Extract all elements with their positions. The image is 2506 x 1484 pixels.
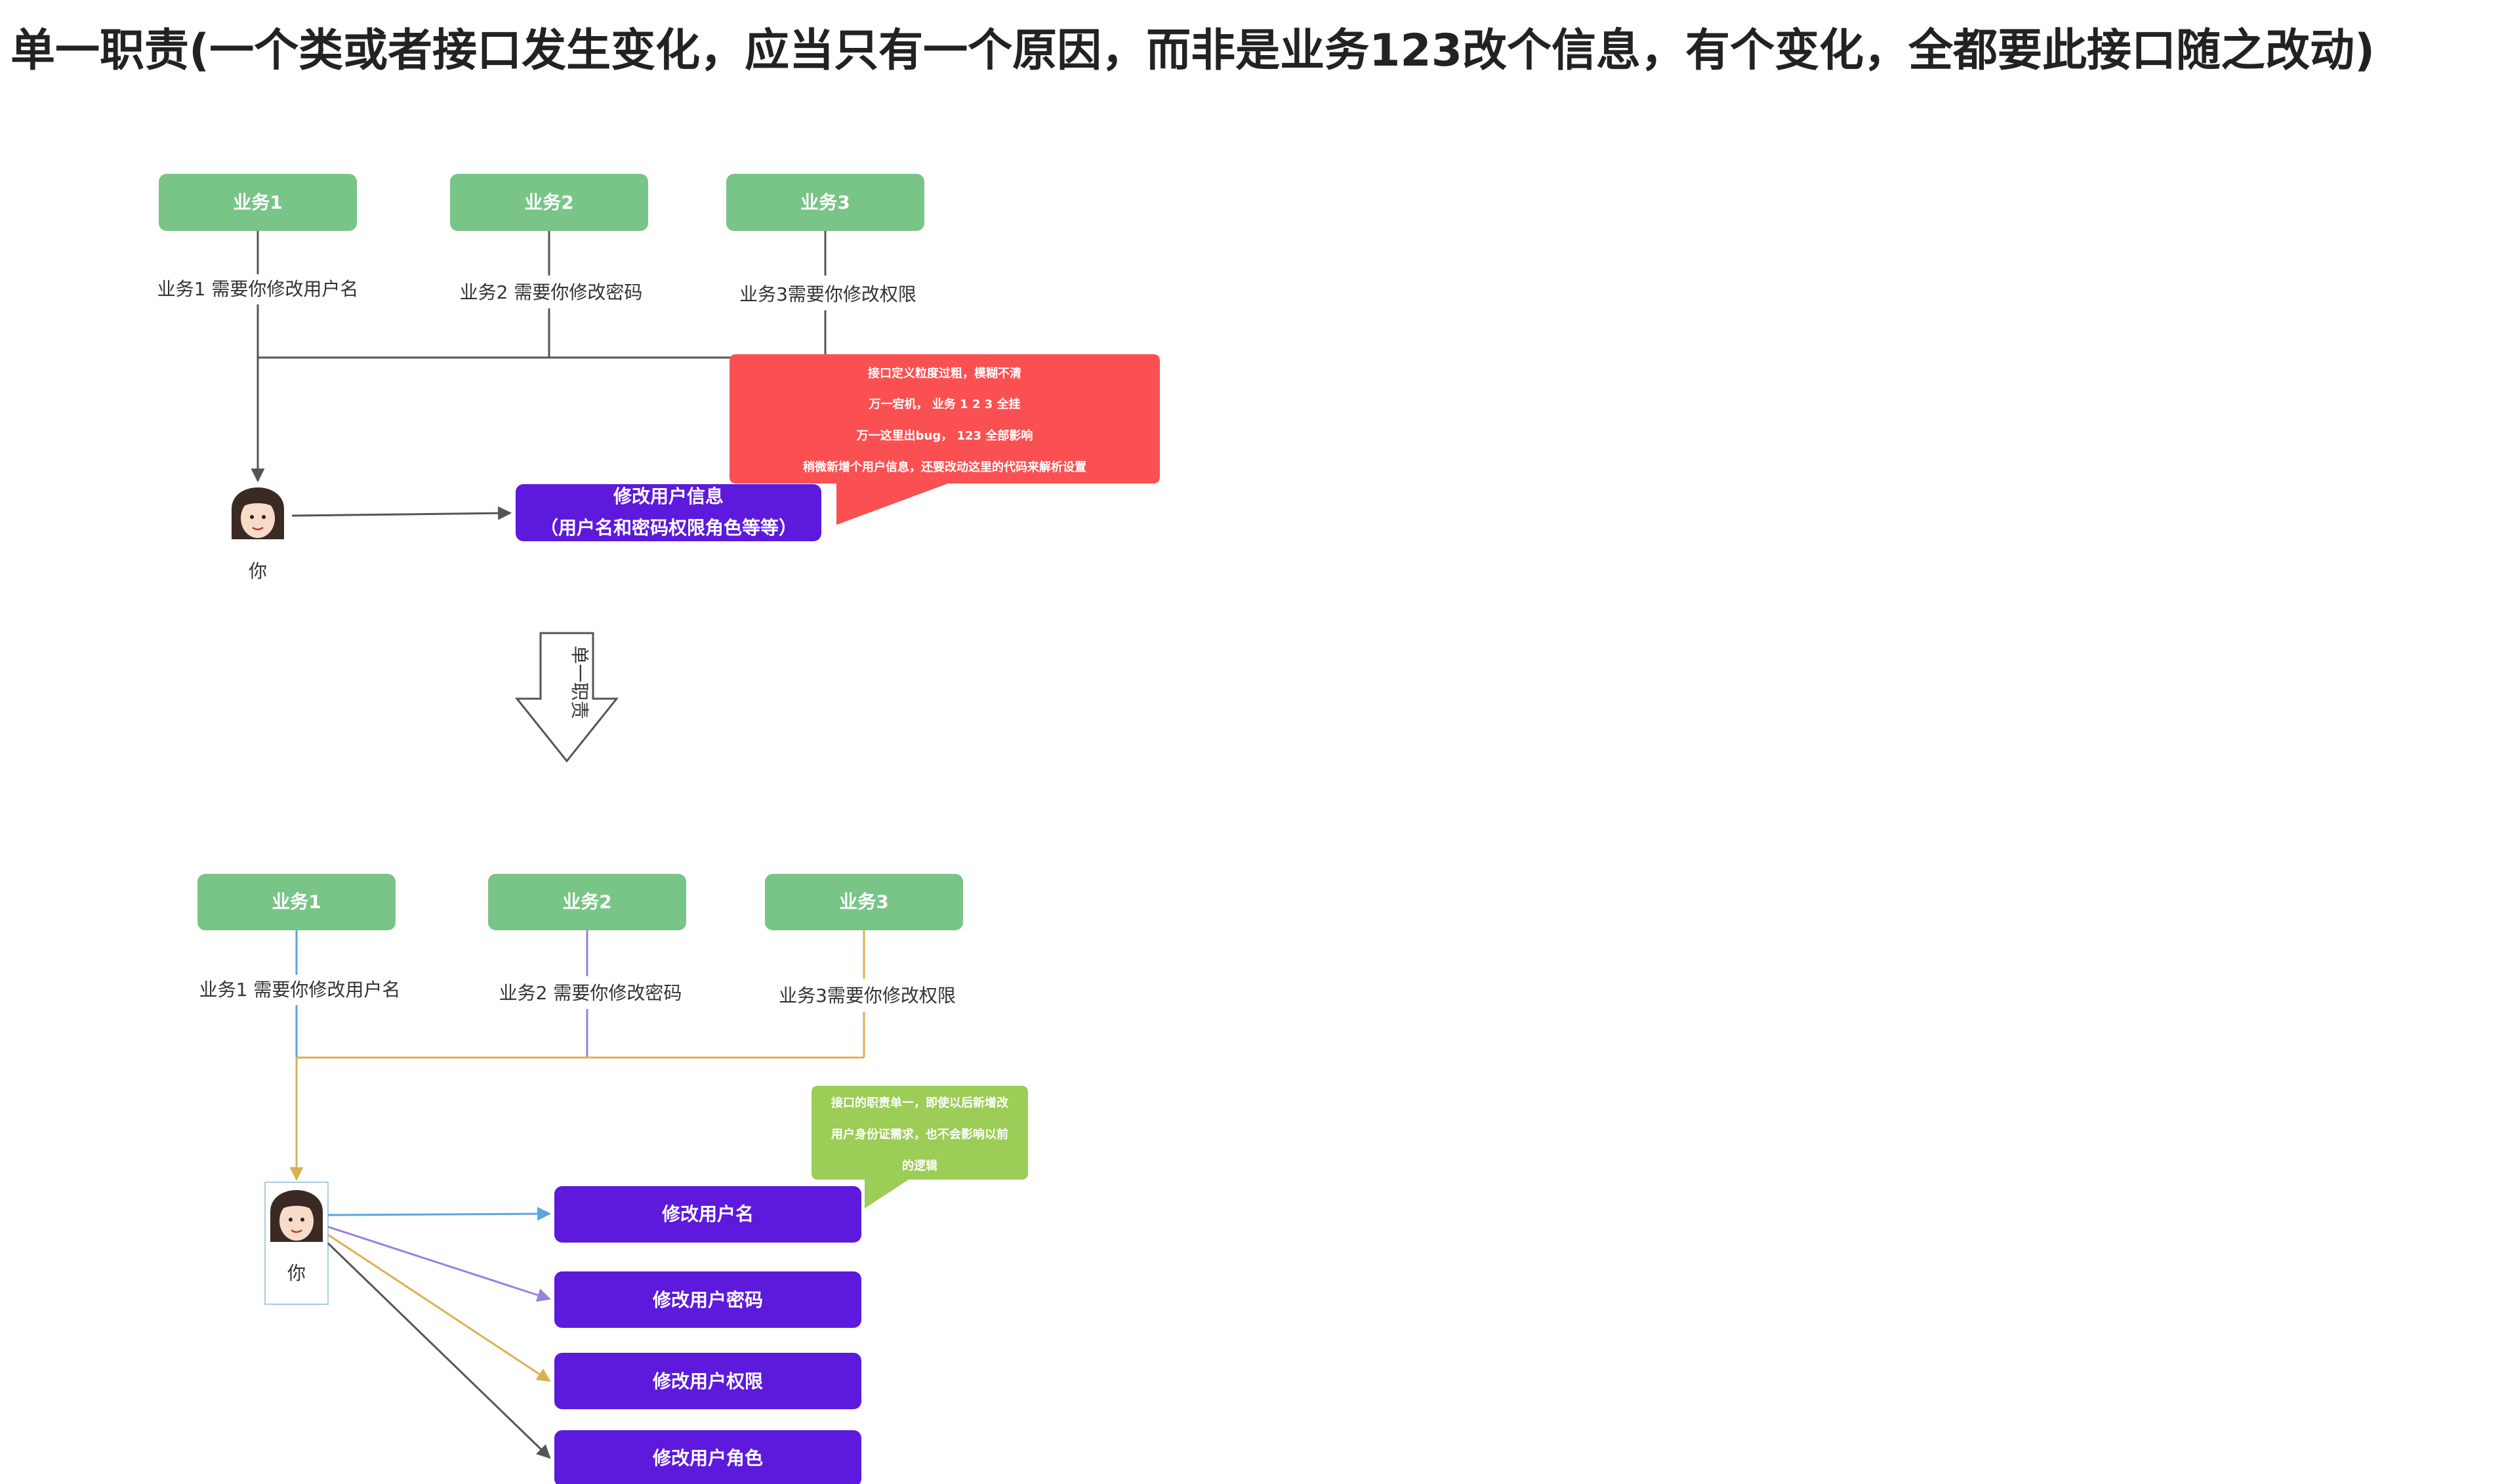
interface-username: 修改用户名 (554, 1186, 861, 1243)
arrow-to-username (327, 1206, 552, 1221)
top-interface-line-2: （用户名和密码权限角色等等） (540, 517, 797, 539)
top-business-2-label: 业务2 (524, 192, 573, 213)
top-avatar-face-icon (241, 499, 275, 538)
bottom-business-1-label: 业务1 (272, 891, 321, 913)
top-request-2: 业务2 需要你修改密码 (460, 281, 643, 303)
top-business-1: 业务1 (159, 174, 357, 231)
top-you-label: 你 (249, 560, 267, 582)
page-title: 单一职责(一个类或者接口发生变化，应当只有一个原因，而非是业务123改个信息，有… (10, 25, 2375, 77)
interface-role-label: 修改用户角色 (652, 1447, 763, 1469)
transition-arrow: 单一职责 (514, 632, 619, 763)
top-request-3: 业务3需要你修改权限 (739, 283, 916, 305)
bottom-avatar-face-icon (279, 1201, 314, 1241)
bottom-you-avatar (270, 1190, 323, 1242)
bottom-business-1: 业务1 (197, 874, 396, 930)
bottom-business-2-label: 业务2 (562, 891, 611, 913)
bottom-callout-line-3: 的逻辑 (902, 1159, 937, 1173)
bottom-request-2: 业务2 需要你修改密码 (499, 982, 682, 1004)
interface-permission: 修改用户权限 (554, 1353, 861, 1409)
bottom-business-3-label: 业务3 (839, 891, 888, 913)
top-diagram: 业务1 业务2 业务3 业务1 需要你修改用户名 业务2 需要你修改密码 业务3… (154, 174, 1160, 582)
top-callout-line-4: 稍微新增个用户信息，还要改动这里的代码来解析设置 (803, 460, 1086, 474)
down-arrow-icon (514, 632, 619, 763)
top-business-1-label: 业务1 (233, 192, 282, 213)
bottom-request-3: 业务3需要你修改权限 (779, 985, 956, 1006)
bottom-callout-line-2: 用户身份证需求，也不会影响以前 (831, 1127, 1008, 1142)
interface-password-label: 修改用户密码 (652, 1289, 763, 1311)
bottom-diagram: 业务1 业务2 业务3 业务1 需要你修改用户名 业务2 需要你修改密码 业务3… (194, 874, 1028, 1484)
top-you-to-interface-arrow (291, 506, 512, 520)
arrow-to-permission (327, 1233, 551, 1382)
transition-arrow-label: 单一职责 (569, 646, 590, 719)
top-interface-line-1: 修改用户信息 (613, 485, 724, 507)
top-business-3-label: 业务3 (800, 192, 850, 213)
bottom-callout: 接口的职责单一，即使以后新增改 用户身份证需求，也不会影响以前 的逻辑 (811, 1086, 1028, 1208)
bottom-request-1: 业务1 需要你修改用户名 (199, 979, 401, 1000)
top-callout-line-3: 万一这里出bug， 123 全部影响 (856, 428, 1033, 443)
top-interface-box: 修改用户信息 （用户名和密码权限角色等等） (516, 484, 821, 541)
arrow-to-role (327, 1242, 551, 1459)
bottom-you-label: 你 (287, 1262, 306, 1284)
interface-role: 修改用户角色 (554, 1430, 861, 1484)
interface-username-label: 修改用户名 (661, 1203, 754, 1225)
bottom-callout-line-1: 接口的职责单一，即使以后新增改 (831, 1096, 1009, 1110)
top-callout-line-1: 接口定义粒度过粗，模糊不清 (868, 366, 1021, 381)
bottom-business-3: 业务3 (765, 874, 963, 930)
top-you-avatar (232, 487, 284, 539)
top-business-3: 业务3 (726, 174, 924, 231)
arrow-to-password (327, 1226, 551, 1302)
top-callout-line-2: 万一宕机， 业务 1 2 3 全挂 (869, 397, 1021, 411)
bottom-business-2: 业务2 (488, 874, 686, 930)
top-business-2: 业务2 (450, 174, 648, 231)
top-callout: 接口定义粒度过粗，模糊不清 万一宕机， 业务 1 2 3 全挂 万一这里出bug… (729, 354, 1160, 525)
interface-permission-label: 修改用户权限 (652, 1371, 763, 1392)
interface-password: 修改用户密码 (554, 1271, 861, 1328)
top-request-1: 业务1 需要你修改用户名 (157, 278, 359, 300)
